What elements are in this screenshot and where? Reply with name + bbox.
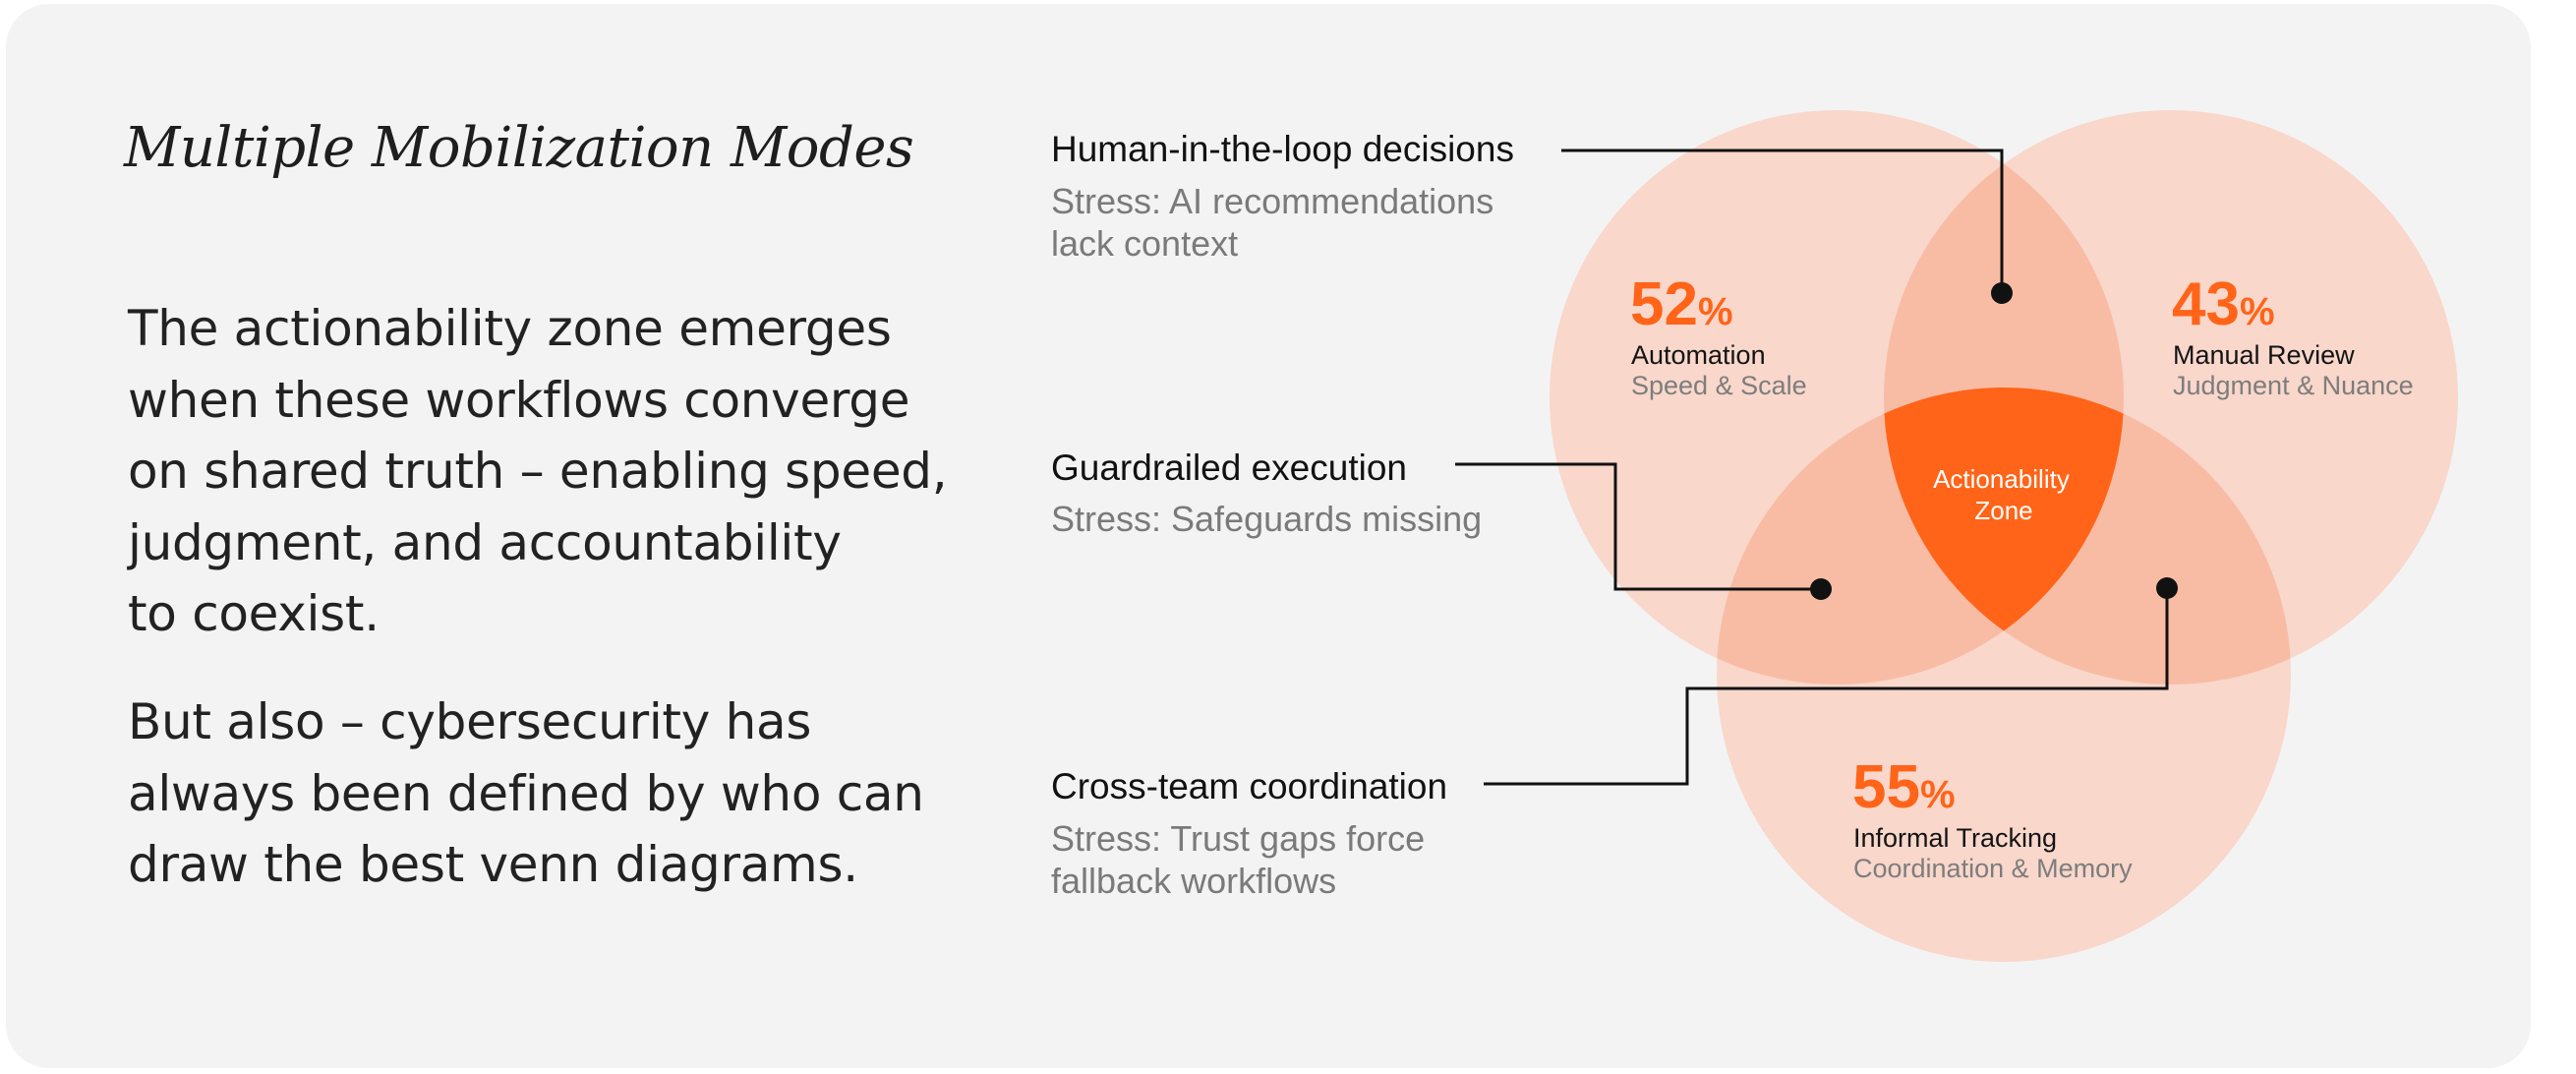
paragraph-line: to coexist.: [128, 585, 380, 642]
callout-stress-guardrailed: Stress: Safeguards missing: [1051, 499, 1482, 539]
callout-stress-human: lack context: [1051, 223, 1238, 264]
informal-tracking-subtitle: Coordination & Memory: [1853, 854, 2133, 883]
secondary-paragraph: But also – cybersecurity has always been…: [128, 686, 973, 901]
paragraph-line: draw the best venn diagrams.: [128, 836, 858, 893]
callout-dot-crossteam: [2156, 577, 2178, 599]
callout-title-guardrailed: Guardrailed execution: [1051, 448, 1407, 488]
paragraph-line: The actionability zone emerges: [128, 300, 892, 357]
callout-line-human: [1561, 149, 2004, 293]
informal-tracking-label: Informal Tracking: [1853, 823, 2057, 853]
callout-stress-human: Stress: AI recommendations: [1051, 181, 1493, 221]
manual-review-label: Manual Review: [2173, 340, 2355, 370]
intro-paragraph: The actionability zone emerges when thes…: [128, 293, 973, 650]
callout-line-crossteam: [1484, 588, 2169, 786]
paragraph-line: But also – cybersecurity has: [128, 693, 812, 750]
automation-subtitle: Speed & Scale: [1631, 371, 1807, 400]
automation-label: Automation: [1631, 340, 1766, 370]
callout-stress-crossteam: Stress: Trust gaps force: [1051, 818, 1425, 859]
page-title: Multiple Mobilization Modes: [124, 116, 914, 180]
zone-label-line: Actionability: [1933, 464, 2070, 494]
paragraph-line: always been defined by who can: [128, 764, 924, 822]
manual-review-percent: 43%: [2172, 270, 2275, 338]
paragraph-line: when these workflows converge: [128, 371, 910, 429]
paragraph-line: judgment, and accountability: [128, 513, 842, 571]
callout-title-human: Human-in-the-loop decisions: [1051, 129, 1514, 169]
callout-title-crossteam: Cross-team coordination: [1051, 766, 1447, 806]
callout-dot-guardrailed: [1810, 578, 1832, 600]
informal-tracking-percent: 55%: [1852, 753, 1956, 821]
callout-line-guardrailed: [1455, 462, 1821, 591]
callout-stress-crossteam: fallback workflows: [1051, 861, 1336, 901]
zone-label: Actionability Zone: [1933, 464, 2075, 525]
callout-dot-human: [1991, 282, 2013, 304]
paragraph-line: on shared truth – enabling speed,: [128, 443, 948, 500]
automation-percent: 52%: [1630, 270, 1733, 338]
manual-review-subtitle: Judgment & Nuance: [2173, 371, 2414, 400]
zone-label-line: Zone: [1974, 496, 2032, 525]
